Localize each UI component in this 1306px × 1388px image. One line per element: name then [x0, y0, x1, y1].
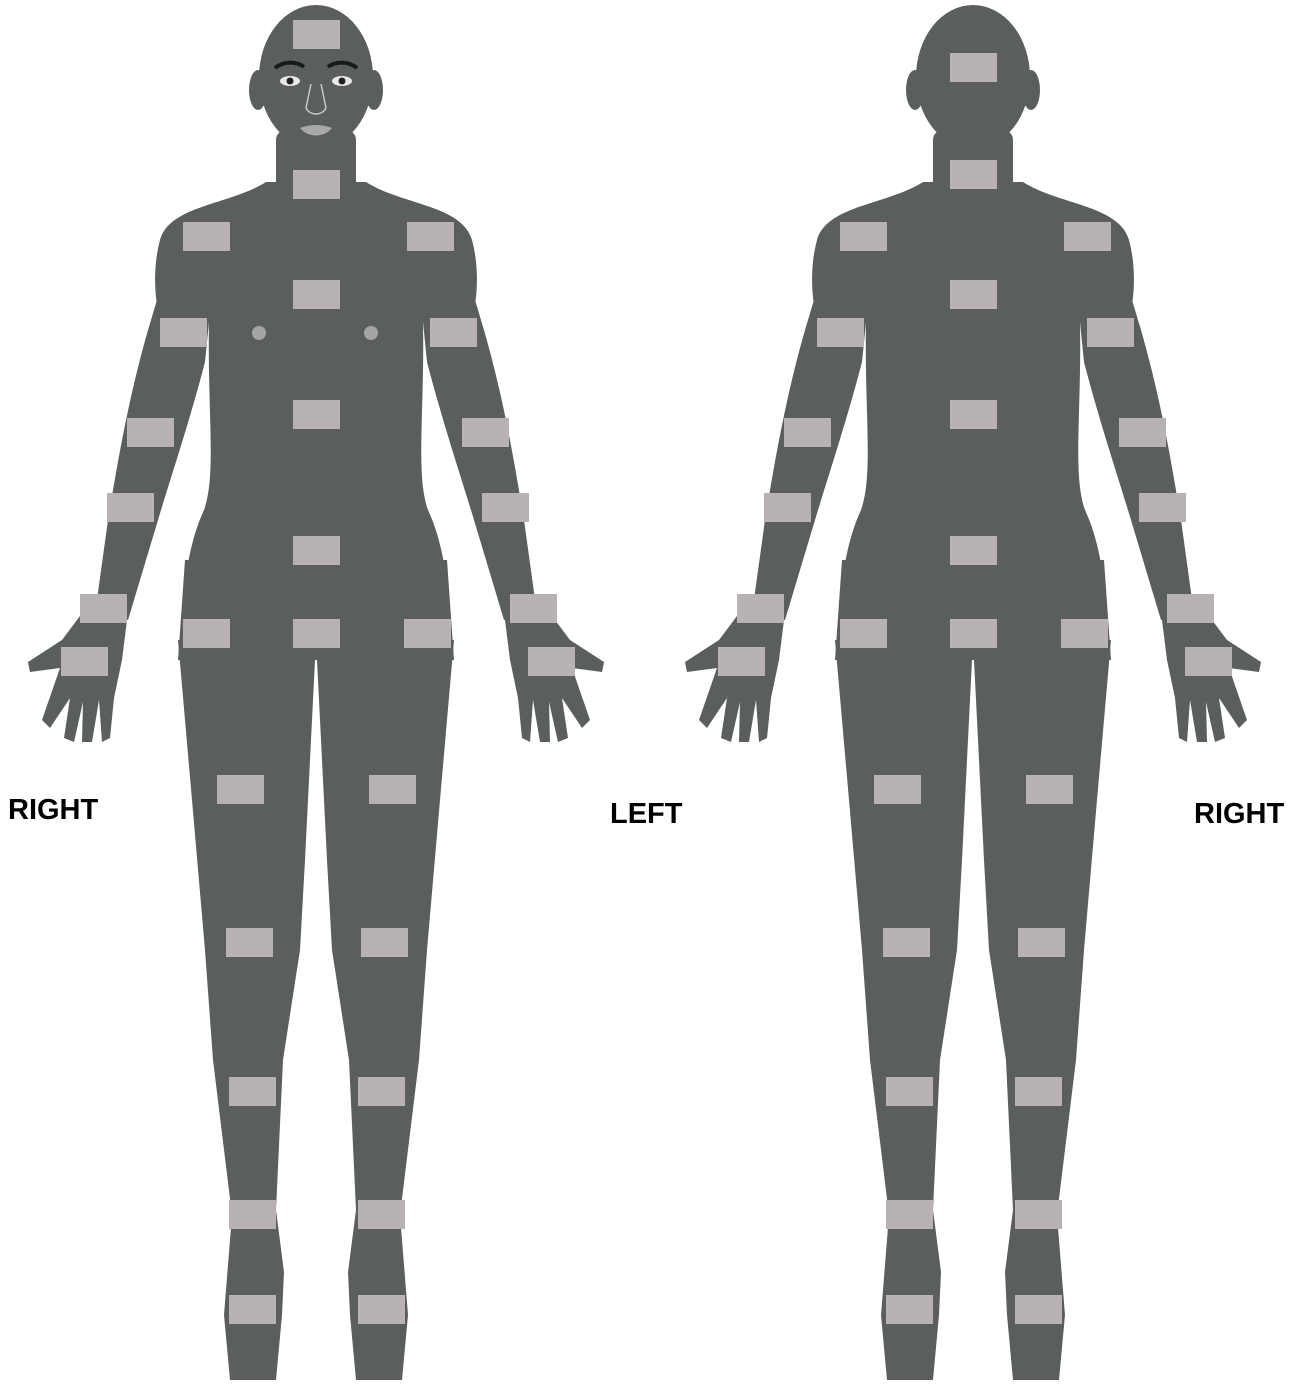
- front-patch-neck[interactable]: [293, 170, 340, 199]
- front-patch-right-shin[interactable]: [229, 1077, 276, 1106]
- back-patch-left-wrist[interactable]: [737, 594, 784, 623]
- back-patch-right-thigh[interactable]: [1026, 775, 1073, 804]
- front-patch-pelvis[interactable]: [293, 619, 340, 648]
- front-patch-left-elbow[interactable]: [462, 418, 509, 447]
- front-patch-left-forearm[interactable]: [482, 493, 529, 522]
- front-patch-right-wrist[interactable]: [80, 594, 127, 623]
- center-left-label: LEFT: [610, 798, 683, 830]
- back-patch-head[interactable]: [950, 53, 997, 82]
- front-patch-abdomen-lower[interactable]: [293, 536, 340, 565]
- back-patch-left-heel[interactable]: [886, 1295, 933, 1324]
- back-patch-right-shoulder[interactable]: [1064, 222, 1111, 251]
- back-body-silhouette: [685, 5, 1261, 1380]
- back-patch-right-heel[interactable]: [1015, 1295, 1062, 1324]
- back-patch-right-ankle[interactable]: [1015, 1200, 1062, 1229]
- front-patch-left-foot[interactable]: [358, 1295, 405, 1324]
- right-nipple: [252, 326, 266, 340]
- front-patch-right-upper-arm[interactable]: [160, 318, 207, 347]
- back-patch-left-thigh[interactable]: [874, 775, 921, 804]
- front-patch-abdomen-upper[interactable]: [293, 400, 340, 429]
- back-patch-left-hip[interactable]: [840, 619, 887, 648]
- left-nipple: [364, 326, 378, 340]
- back-patch-lower-back[interactable]: [950, 536, 997, 565]
- back-patch-neck[interactable]: [950, 160, 997, 189]
- front-patch-left-shoulder[interactable]: [407, 222, 454, 251]
- back-patch-right-calf[interactable]: [1015, 1077, 1062, 1106]
- front-patch-right-ankle[interactable]: [229, 1200, 276, 1229]
- back-patch-left-ankle[interactable]: [886, 1200, 933, 1229]
- back-patch-right-elbow[interactable]: [1119, 418, 1166, 447]
- front-patch-forehead[interactable]: [293, 20, 340, 49]
- back-patch-right-knee[interactable]: [1018, 928, 1065, 957]
- back-right-label: RIGHT: [1194, 798, 1285, 830]
- front-patch-left-upper-arm[interactable]: [430, 318, 477, 347]
- back-patch-left-hand[interactable]: [718, 647, 765, 676]
- front-patch-right-knee[interactable]: [226, 928, 273, 957]
- back-body-figure: [685, 5, 1261, 1380]
- front-body-silhouette: [28, 5, 604, 1380]
- front-patch-right-hip[interactable]: [183, 619, 230, 648]
- front-body-figure: [28, 5, 604, 1380]
- front-patch-right-elbow[interactable]: [127, 418, 174, 447]
- front-patch-upper-chest[interactable]: [293, 280, 340, 309]
- front-patch-left-shin[interactable]: [358, 1077, 405, 1106]
- left-pupil: [339, 78, 346, 85]
- front-patch-left-thigh[interactable]: [369, 775, 416, 804]
- back-patch-right-hip[interactable]: [1061, 619, 1108, 648]
- front-patch-right-forearm[interactable]: [107, 493, 154, 522]
- back-patch-left-forearm[interactable]: [764, 493, 811, 522]
- back-patch-left-shoulder[interactable]: [840, 222, 887, 251]
- right-pupil: [287, 78, 294, 85]
- back-patch-left-calf[interactable]: [886, 1077, 933, 1106]
- front-patch-left-knee[interactable]: [361, 928, 408, 957]
- back-patch-right-upper-arm[interactable]: [1087, 318, 1134, 347]
- front-patch-right-shoulder[interactable]: [183, 222, 230, 251]
- front-right-label: RIGHT: [8, 794, 99, 826]
- back-patch-sacrum[interactable]: [950, 619, 997, 648]
- front-patch-left-ankle[interactable]: [358, 1200, 405, 1229]
- back-patch-right-wrist[interactable]: [1167, 594, 1214, 623]
- back-patch-left-upper-arm[interactable]: [817, 318, 864, 347]
- back-patch-left-knee[interactable]: [883, 928, 930, 957]
- back-patch-right-forearm[interactable]: [1139, 493, 1186, 522]
- front-patch-right-hand[interactable]: [61, 647, 108, 676]
- front-patch-left-hip[interactable]: [404, 619, 451, 648]
- back-patch-upper-back[interactable]: [950, 280, 997, 309]
- back-patch-mid-back[interactable]: [950, 400, 997, 429]
- back-patch-right-hand[interactable]: [1185, 647, 1232, 676]
- front-patch-right-thigh[interactable]: [217, 775, 264, 804]
- front-patch-right-foot[interactable]: [229, 1295, 276, 1324]
- front-patch-left-hand[interactable]: [528, 647, 575, 676]
- front-patch-left-wrist[interactable]: [510, 594, 557, 623]
- back-patch-left-elbow[interactable]: [784, 418, 831, 447]
